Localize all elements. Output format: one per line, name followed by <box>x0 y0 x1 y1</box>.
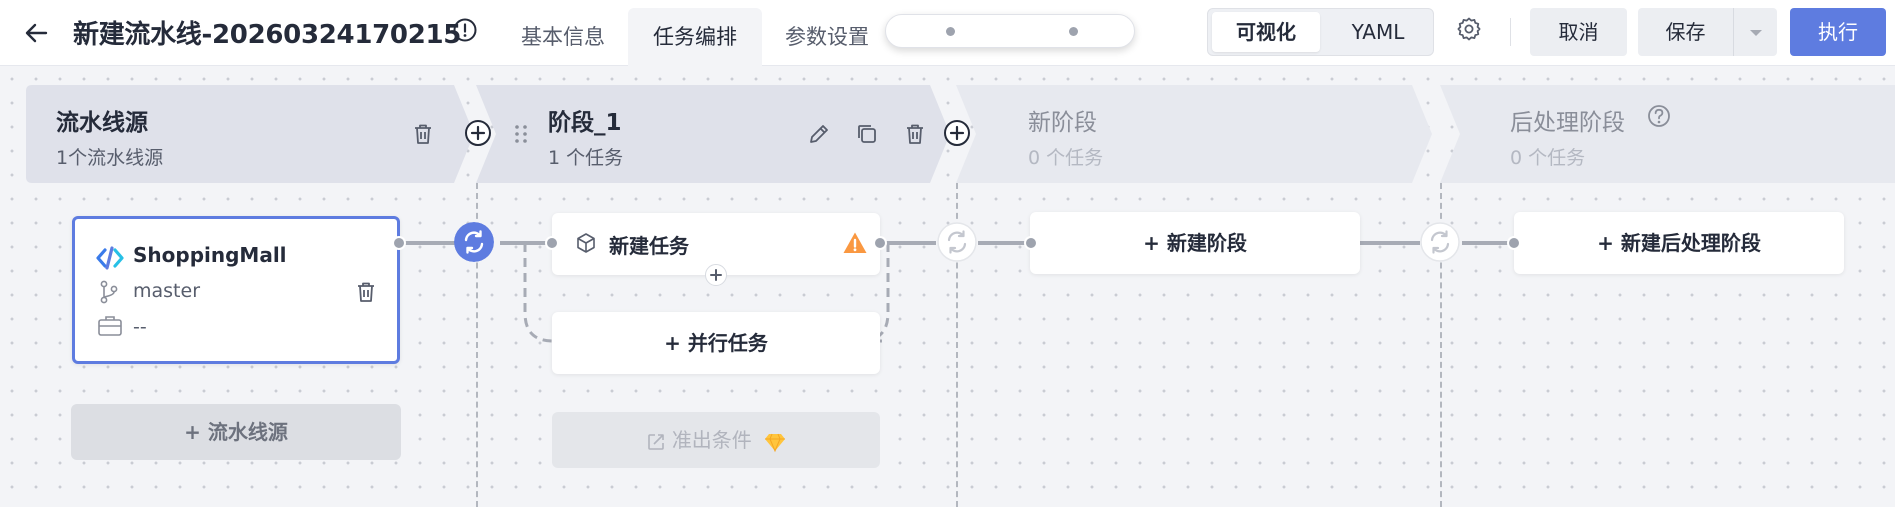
delete-stage-icon[interactable] <box>410 121 436 147</box>
view-mode-visual[interactable]: 可视化 <box>1212 12 1320 52</box>
tab-basic-info[interactable]: 基本信息 <box>521 25 605 49</box>
exit-condition-label: 准出条件 <box>671 428 752 452</box>
task-output-port[interactable] <box>873 236 887 250</box>
stage-subtitle-new-stage: 0 个任务 <box>1028 147 1104 169</box>
add-post-processing-stage-button[interactable]: + 新建后处理阶段 <box>1514 212 1844 274</box>
cancel-button[interactable]: 取消 <box>1530 8 1627 56</box>
share-export-icon <box>648 433 664 450</box>
stage-header-shape <box>476 85 950 183</box>
add-serial-task-icon[interactable] <box>704 263 728 287</box>
stage-separator <box>1440 183 1442 507</box>
stage-separator <box>956 183 958 507</box>
chevron-down-icon <box>1750 30 1762 36</box>
connector-line <box>880 241 936 245</box>
sync-node-icon[interactable] <box>937 222 977 262</box>
pipeline-source-card[interactable]: ShoppingMall master -- <box>72 216 400 364</box>
sync-node-icon[interactable] <box>1420 222 1460 262</box>
scroll-dot-right <box>1069 27 1078 36</box>
source-output-port[interactable] <box>392 236 406 250</box>
stage-input-port[interactable] <box>1024 236 1038 250</box>
tag-box-icon <box>98 316 122 336</box>
add-stage-plus-icon[interactable] <box>943 119 971 147</box>
tab-scroll-indicator[interactable] <box>885 14 1135 48</box>
stage-header-new-stage[interactable]: 新阶段 0 个任务 <box>956 85 1432 183</box>
delete-source-icon[interactable] <box>353 279 379 305</box>
drag-handle-icon[interactable] <box>508 121 534 147</box>
save-options-dropdown[interactable] <box>1733 8 1777 56</box>
codearts-logo-icon <box>96 246 124 270</box>
stage-separator <box>476 183 478 507</box>
tab-task-orchestration[interactable]: 任务编排 <box>628 8 762 66</box>
new-post-stage-label: + 新建后处理阶段 <box>1597 231 1761 255</box>
add-pipeline-source-button[interactable]: + 流水线源 <box>71 404 401 460</box>
stage-subtitle-post-processing: 0 个任务 <box>1510 147 1586 169</box>
save-button[interactable]: 保存 <box>1638 8 1733 56</box>
new-stage-label: + 新建阶段 <box>1143 231 1247 255</box>
stage-subtitle-source: 1个流水线源 <box>56 147 164 169</box>
stage-title-stage1: 阶段_1 <box>548 110 622 136</box>
source-repo-name: ShoppingMall <box>133 243 287 267</box>
task-name: 新建任务 <box>609 234 689 258</box>
view-mode-switch: 可视化 YAML <box>1207 8 1434 56</box>
stage-title-post-processing: 后处理阶段 <box>1510 110 1625 136</box>
parallel-task-label: + 并行任务 <box>664 331 768 355</box>
source-tag: -- <box>133 316 147 338</box>
source-branch: master <box>133 280 201 302</box>
stage-header-post-processing[interactable]: 后处理阶段 0 个任务 <box>1440 85 1895 183</box>
run-button[interactable]: 执行 <box>1790 8 1886 56</box>
stage-subtitle-stage1: 1 个任务 <box>548 147 624 169</box>
connector-line <box>1360 241 1420 245</box>
gear-icon[interactable] <box>1455 15 1483 43</box>
exit-condition-button[interactable]: 准出条件 <box>552 412 880 468</box>
stage-header-source[interactable]: 流水线源 1个流水线源 <box>26 85 476 183</box>
add-stage-plus-icon[interactable] <box>464 119 492 147</box>
stage-header-shape <box>26 85 474 183</box>
back-arrow-icon[interactable] <box>22 18 52 48</box>
copy-icon[interactable] <box>854 121 880 147</box>
view-mode-yaml[interactable]: YAML <box>1351 20 1405 44</box>
pipeline-header: 新建流水线-20260324170215 基本信息 任务编排 参数设置 可视化 … <box>0 0 1895 66</box>
task-cube-icon <box>577 233 595 253</box>
scroll-dot-left <box>946 27 955 36</box>
stage-title-new-stage: 新阶段 <box>1028 110 1097 136</box>
connector-line <box>1462 241 1514 245</box>
stage-header-shape <box>1440 85 1895 183</box>
add-parallel-task-button[interactable]: + 并行任务 <box>552 312 880 374</box>
task-input-port[interactable] <box>545 236 559 250</box>
delete-stage-icon[interactable] <box>902 121 928 147</box>
post-stage-input-port[interactable] <box>1507 236 1521 250</box>
stage-header-shape <box>956 85 1432 183</box>
header-divider <box>1510 18 1511 46</box>
info-icon[interactable] <box>452 17 478 43</box>
warning-icon[interactable] <box>842 230 868 256</box>
connector-line <box>978 241 1030 245</box>
tab-parameter-settings[interactable]: 参数设置 <box>785 25 869 49</box>
stage-title-source: 流水线源 <box>56 110 148 136</box>
stage-header-stage1[interactable]: 阶段_1 1 个任务 <box>476 85 950 183</box>
help-circle-icon[interactable] <box>1646 103 1672 129</box>
diamond-premium-icon <box>765 433 786 452</box>
sync-node-icon[interactable] <box>454 222 494 262</box>
connector-line <box>405 241 475 245</box>
edit-pencil-icon[interactable] <box>806 121 832 147</box>
pipeline-title: 新建流水线-20260324170215 <box>73 20 462 50</box>
branch-icon <box>100 280 118 304</box>
add-new-stage-button[interactable]: + 新建阶段 <box>1030 212 1360 274</box>
